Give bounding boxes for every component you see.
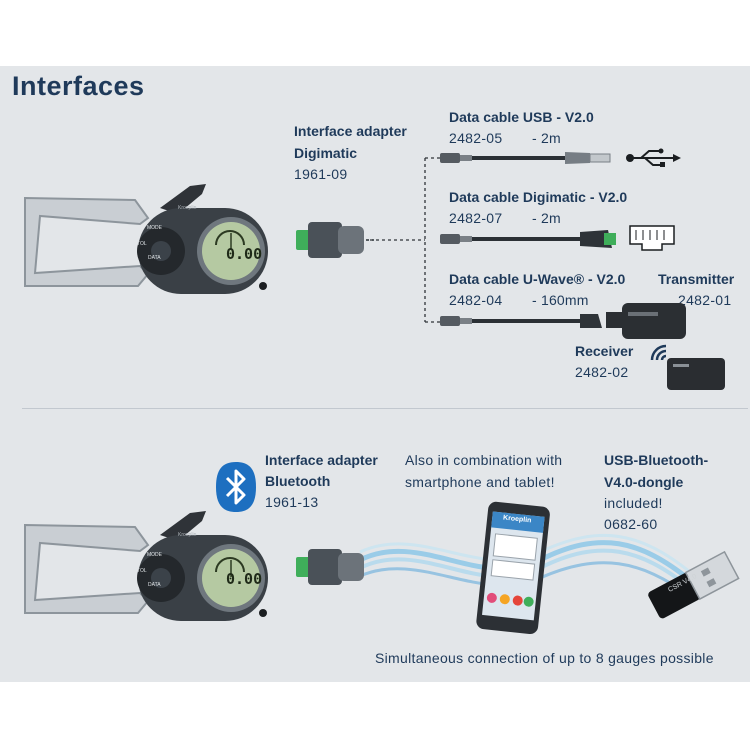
gauge-2-data-label: DATA — [148, 582, 161, 588]
footer-note: Simultaneous connection of up to 8 gauge… — [375, 650, 714, 666]
usb-cable — [440, 152, 611, 164]
bluetooth-icon — [216, 462, 256, 512]
adapter-bluetooth-name-1: Interface adapter — [265, 452, 378, 468]
adapter-digimatic-code: 1961-09 — [294, 166, 348, 182]
dongle-code: 0682-60 — [604, 516, 658, 532]
gauge-1-tol-label: TOL — [137, 241, 147, 247]
cable-digimatic-length: - 2m — [532, 210, 561, 226]
receiver-name: Receiver — [575, 343, 634, 359]
lcd-display — [202, 222, 260, 280]
page-title: Interfaces — [12, 71, 145, 101]
adapter-bluetooth-name-2: Bluetooth — [265, 473, 331, 489]
combination-line-1: Also in combination with — [405, 452, 563, 468]
section-divider — [22, 408, 748, 409]
gauge-2-tol-label: TOL — [137, 568, 147, 574]
adapter-bluetooth-code: 1961-13 — [265, 494, 319, 510]
caliper-lever — [160, 184, 206, 214]
cable-uwave-code: 2482-04 — [449, 292, 503, 308]
adapter-digimatic-name-1: Interface adapter — [294, 123, 407, 139]
cable-digimatic-code: 2482-07 — [449, 210, 503, 226]
transmitter-name: Transmitter — [658, 271, 735, 287]
dongle-line-1: USB-Bluetooth- — [604, 452, 709, 468]
transmitter-code: 2482-01 — [678, 292, 732, 308]
gauge-2-mode-label: MODE — [147, 552, 162, 558]
transmitter-device — [606, 303, 686, 339]
receiver-device — [667, 358, 725, 390]
gauge-2-reading: 0.00 — [226, 570, 263, 588]
cable-uwave-length: - 160mm — [532, 292, 589, 308]
dongle-line-3: included! — [604, 495, 663, 511]
smartphone — [476, 501, 550, 634]
digimatic-cable — [440, 230, 616, 248]
digimatic-connector-icon — [629, 225, 675, 251]
caliper-gauge-1 — [24, 184, 268, 294]
gauge-1-brand: Kroeplin — [178, 205, 197, 211]
connection-lines — [370, 157, 440, 323]
content-panel — [0, 66, 750, 682]
uwave-cable — [440, 314, 602, 328]
caliper-jaws — [24, 196, 150, 287]
dongle-line-2: V4.0-dongle — [604, 474, 684, 490]
adapter-bluetooth — [296, 549, 364, 585]
cable-uwave-name: Data cable U-Wave® - V2.0 — [449, 271, 626, 287]
gauge-2-brand: Kroeplin — [178, 532, 197, 538]
cable-usb-length: - 2m — [532, 130, 561, 146]
caliper-gauge-2 — [24, 511, 268, 621]
cable-usb-code: 2482-05 — [449, 130, 503, 146]
adapter-digimatic-name-2: Digimatic — [294, 145, 358, 161]
usb-dongle — [648, 550, 740, 619]
gauge-1-data-label: DATA — [148, 255, 161, 261]
gauge-1-reading: 0.00 — [226, 245, 263, 263]
adapter-digimatic — [296, 222, 374, 258]
gauge-1-mode-label: MODE — [147, 225, 162, 231]
cable-usb-name: Data cable USB - V2.0 — [449, 109, 594, 125]
receiver-code: 2482-02 — [575, 364, 629, 380]
wireless-signal-icon — [650, 344, 667, 361]
cable-digimatic-name: Data cable Digimatic - V2.0 — [449, 189, 628, 205]
combination-line-2: smartphone and tablet! — [405, 474, 555, 490]
usb-icon — [626, 148, 681, 167]
